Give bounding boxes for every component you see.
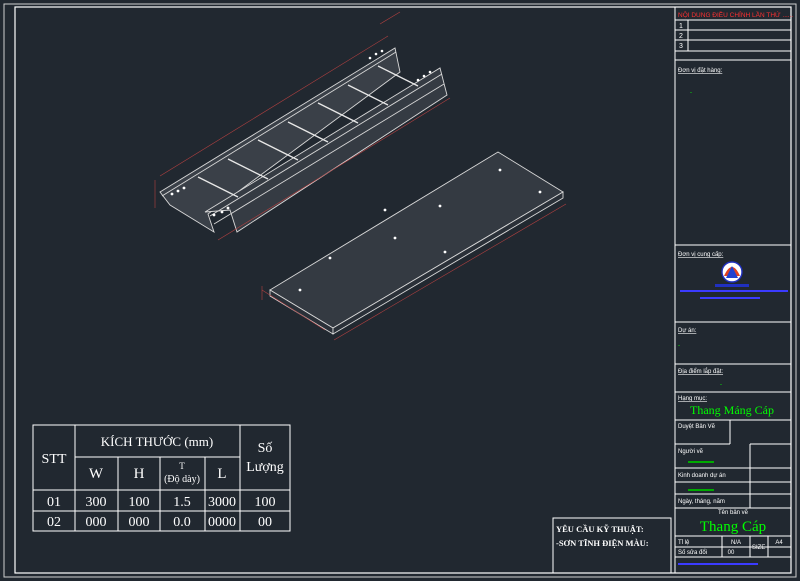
- supplier-fine-print: [680, 290, 788, 299]
- drawing-name-value: Thang Cáp: [700, 519, 766, 535]
- ladder-dimensions: [154, 11, 451, 241]
- size-value: A4: [775, 540, 783, 546]
- scale-label: Tỉ lệ: [678, 539, 690, 546]
- spec-col-qty-2: Lượng: [246, 460, 284, 475]
- ladder-left-rail: [159, 47, 401, 234]
- requirements-line1: -SƠN TĨNH ĐIỆN MÀU:: [556, 538, 649, 548]
- spec-table: STT KÍCH THƯỚC (mm) Số Lượng W H T (Độ d…: [32, 424, 291, 532]
- spec-row-1-qty: 100: [255, 495, 276, 510]
- cover-plate-dimensions: [261, 203, 567, 341]
- project-label: Dự án:: [678, 328, 697, 334]
- revision-header: NỘI DUNG ĐIỀU CHỈNH LẦN THỨ ......: [678, 9, 793, 19]
- spec-row-2-qty: 00: [258, 515, 272, 530]
- cover-plate-holes: [298, 168, 542, 292]
- spec-row-2-t: 0.0: [173, 515, 191, 530]
- location-label: Địa điểm lắp đặt:: [678, 368, 723, 375]
- date-label: Ngày, tháng, năm: [678, 499, 725, 505]
- sales-label: Kinh doanh dự án: [678, 473, 726, 479]
- requirements-box: YÊU CẦU KỸ THUẬT: -SƠN TĨNH ĐIỆN MÀU:: [552, 517, 672, 574]
- drafter-label: Người vẽ: [678, 449, 704, 455]
- spec-col-t-sub: (Độ dày): [164, 474, 200, 485]
- sales-name-redacted: [688, 489, 714, 491]
- spec-col-h: H: [134, 466, 145, 482]
- drawing-name-label: Tên bản vẽ: [718, 510, 749, 516]
- spec-row-2-l: 0000: [208, 515, 236, 530]
- spec-row-1-t: 1.5: [173, 495, 191, 510]
- spec-row-1-h: 100: [129, 495, 150, 510]
- spec-col-w: W: [89, 466, 104, 482]
- spec-col-stt: STT: [42, 452, 67, 467]
- category-value: Thang Máng Cáp: [690, 403, 774, 417]
- spec-col-qty-1: Số: [258, 441, 273, 456]
- spec-row-2-h: 000: [129, 515, 150, 530]
- spec-col-l: L: [217, 466, 226, 482]
- outer-border: [3, 3, 797, 578]
- ladder-rungs: [197, 65, 419, 198]
- project-value: -: [678, 343, 680, 349]
- spec-row-1-stt: 01: [47, 495, 61, 510]
- category-label: Hạng mục:: [678, 396, 707, 402]
- spec-col-size: KÍCH THƯỚC (mm): [101, 434, 213, 449]
- ladder-right-rail: [204, 67, 448, 233]
- scale-value: N/A: [731, 540, 741, 546]
- spec-row-1-w: 300: [86, 495, 107, 510]
- title-block: NỘI DUNG ĐIỀU CHỈNH LẦN THỨ ...... 1 2 3…: [674, 6, 793, 574]
- ladder-holes: [170, 49, 432, 217]
- location-value: -: [720, 382, 722, 388]
- size-label: SIZE: [752, 545, 765, 551]
- cover-plate-side: [332, 191, 564, 335]
- spec-row-1-l: 3000: [208, 495, 236, 510]
- revision-row-3: 3: [679, 43, 683, 50]
- footer-bar: [678, 563, 758, 565]
- spec-row-2-w: 000: [86, 515, 107, 530]
- sheet-value: 00: [728, 550, 735, 556]
- cover-plate-drawing: [261, 151, 567, 341]
- client-value: -: [690, 90, 692, 96]
- spec-col-t: T: [179, 461, 185, 471]
- supplier-logo: [715, 261, 749, 287]
- spec-row-2-stt: 02: [47, 515, 61, 530]
- revision-row-2: 2: [679, 33, 683, 40]
- cable-ladder-drawing: [154, 11, 451, 241]
- sheet-label: Số sửa đổi: [678, 549, 707, 556]
- client-label: Đơn vị đặt hàng:: [678, 68, 723, 74]
- revision-row-1: 1: [679, 23, 683, 30]
- drafter-name-redacted: [688, 461, 714, 463]
- requirements-title: YÊU CẦU KỸ THUẬT:: [556, 524, 644, 534]
- supplier-label: Đơn vị cung cấp:: [678, 252, 724, 258]
- approval-label: Duyệt Bản Vẽ: [678, 424, 716, 430]
